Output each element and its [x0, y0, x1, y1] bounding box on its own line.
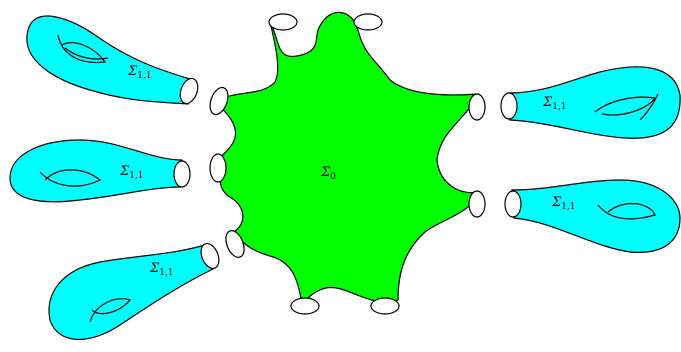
center-boundary-circle — [291, 298, 319, 314]
center-boundary-circle — [210, 154, 226, 182]
center-boundary-circle — [371, 298, 399, 314]
center-boundary-circle — [354, 14, 382, 30]
handle-boundary-circle — [501, 93, 517, 119]
handle-boundary-circle — [505, 191, 521, 217]
center-surface: Σ0 — [207, 12, 485, 314]
center-boundary-circle — [469, 94, 485, 120]
center-boundary-circle — [269, 14, 297, 30]
center-surface-body — [216, 12, 478, 304]
handle-surface-bottom-right: Σ1,1 — [505, 180, 680, 252]
handle-surface-top-right: Σ1,1 — [501, 67, 680, 138]
handle-surface-top-left: Σ1,1 — [27, 16, 201, 106]
handle-surface-bottom-left: Σ1,1 — [49, 241, 222, 339]
handle-boundary-circle — [174, 161, 190, 187]
handle-surface-middle-left: Σ1,1 — [10, 140, 190, 202]
center-boundary-circle — [469, 191, 485, 217]
